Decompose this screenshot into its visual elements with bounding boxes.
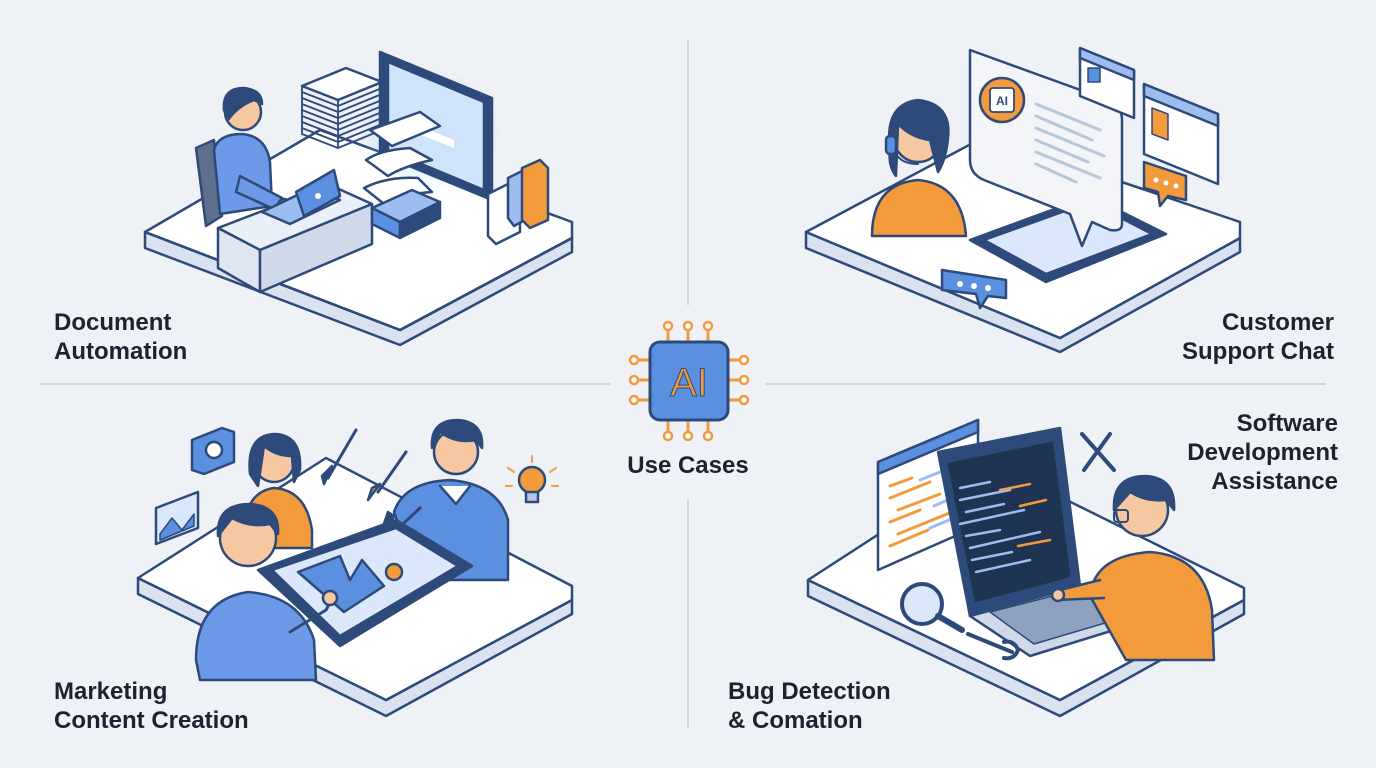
label-document-automation: Document Automation (54, 308, 187, 366)
label-customer-support-line1: Customer (1221, 309, 1334, 336)
label-software-development: Software Development Assistance (1187, 409, 1338, 496)
label-document-automation-line1: Document (54, 309, 172, 336)
label-customer-support-chat: Customer Support Chat (1182, 308, 1334, 366)
label-marketing-line2: Content Creation (54, 707, 249, 734)
document-automation-scene (143, 50, 574, 347)
software-development-scene (806, 418, 1246, 718)
chat-ai-badge-text: AI (996, 94, 1008, 108)
use-cases-title: Use Cases (627, 452, 749, 479)
ai-chip-body (648, 340, 730, 422)
label-customer-support-line2: Support Chat (1182, 338, 1334, 365)
label-marketing-line1: Marketing (54, 678, 168, 705)
label-software-development-line3: Assistance (1211, 468, 1338, 495)
label-document-automation-line2: Automation (54, 338, 188, 365)
customer-support-scene: AI (804, 46, 1242, 354)
label-marketing-content: Marketing Content Creation (54, 677, 249, 735)
quadrant-dividers (40, 40, 1326, 728)
label-bug-detection: Bug Detection & Comation (728, 677, 891, 735)
marketing-content-scene (136, 418, 574, 718)
ai-chip-label: AI (670, 361, 708, 405)
label-software-development-line1: Software (1236, 410, 1338, 437)
label-bug-detection-line1: Bug Detection (728, 678, 891, 705)
label-bug-detection-line2: & Comation (728, 707, 863, 734)
label-software-development-line2: Development (1187, 439, 1338, 466)
